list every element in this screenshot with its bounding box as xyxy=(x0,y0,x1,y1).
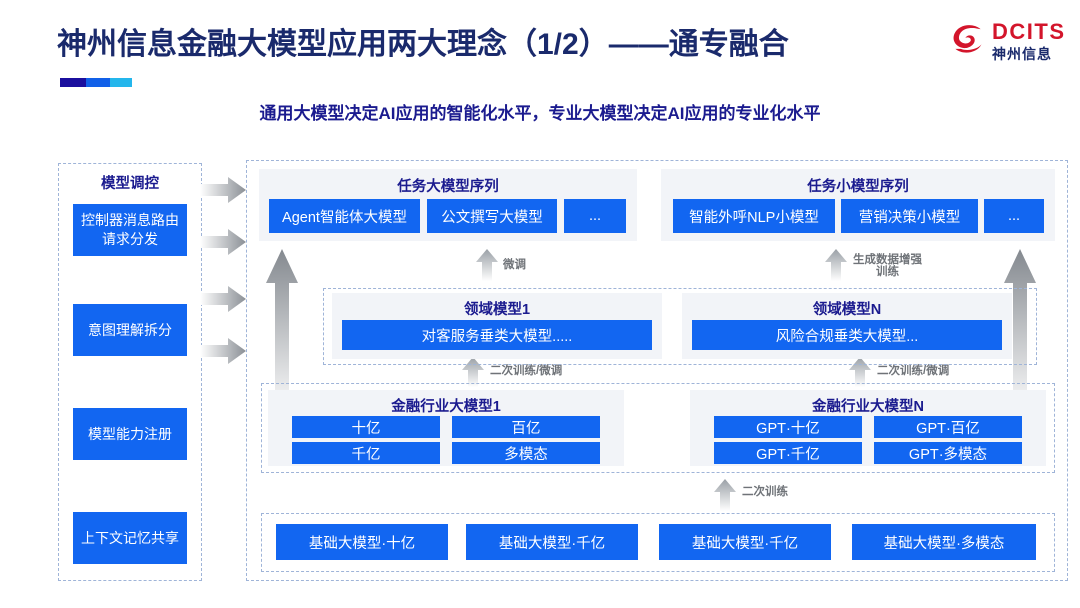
label-retrain-base: 二次训练 xyxy=(742,486,788,498)
stack-arrow-up-right xyxy=(1004,249,1036,417)
flow-arrow-right-4 xyxy=(200,338,246,364)
industry-model-n-item-2[interactable]: GPT·百亿 xyxy=(874,416,1022,438)
task-large-model-item-more[interactable]: ... xyxy=(564,199,626,233)
logo-wordmark: DCITS xyxy=(992,19,1066,44)
domain-models-row: 领域模型1 对客服务垂类大模型..... 领域模型N 风险合规垂类大模型... xyxy=(323,288,1037,365)
dcits-logo: DCITS 神州信息 xyxy=(950,18,1066,68)
domain-model-n-panel: 领域模型N 风险合规垂类大模型... xyxy=(682,293,1012,359)
logo-swirl-icon xyxy=(953,25,982,53)
task-small-model-item-more[interactable]: ... xyxy=(984,199,1044,233)
page-header: 神州信息金融大模型应用两大理念（1/2）——通专融合 DCITS 神州信息 通用… xyxy=(0,0,1080,123)
control-item-context[interactable]: 上下文记忆共享 xyxy=(73,512,187,564)
label-retrain-left: 二次训练/微调 xyxy=(490,365,563,377)
task-large-model-title: 任务大模型序列 xyxy=(397,179,499,195)
arrow-up-retrain-base xyxy=(714,479,736,511)
industry-model-n-panel: 金融行业大模型N GPT·十亿 GPT·百亿 GPT·千亿 GPT·多模态 xyxy=(690,390,1046,466)
domain-model-1-title: 领域模型1 xyxy=(463,302,531,318)
control-item-capability[interactable]: 模型能力注册 xyxy=(73,408,187,460)
base-models-row: 基础大模型·十亿 基础大模型·千亿 基础大模型·千亿 基础大模型·多模态 xyxy=(261,513,1055,572)
industry-model-n-item-1[interactable]: GPT·十亿 xyxy=(714,416,862,438)
label-retrain-right: 二次训练/微调 xyxy=(877,365,950,377)
industry-model-1-panel: 金融行业大模型1 十亿 百亿 千亿 多模态 xyxy=(268,390,624,466)
base-model-3[interactable]: 基础大模型·千亿 xyxy=(659,524,831,560)
base-model-4[interactable]: 基础大模型·多模态 xyxy=(852,524,1036,560)
model-control-panel: 模型调控 控制器消息路由请求分发 意图理解拆分 模型能力注册 上下文记忆共享 xyxy=(58,163,202,581)
label-data-aug-2: 训练 xyxy=(876,266,899,278)
arrow-up-fine-tune xyxy=(476,249,498,281)
industry-model-1-item-2[interactable]: 百亿 xyxy=(452,416,600,438)
accent-segment-3 xyxy=(110,78,132,87)
domain-model-1-item[interactable]: 对客服务垂类大模型..... xyxy=(342,320,652,350)
task-large-model-item-1[interactable]: Agent智能体大模型 xyxy=(269,199,420,233)
task-small-model-title: 任务小模型序列 xyxy=(807,179,909,195)
base-model-1[interactable]: 基础大模型·十亿 xyxy=(276,524,448,560)
control-item-intent[interactable]: 意图理解拆分 xyxy=(73,304,187,356)
accent-segment-1 xyxy=(60,78,86,87)
base-model-2[interactable]: 基础大模型·千亿 xyxy=(466,524,638,560)
industry-model-n-item-4[interactable]: GPT·多模态 xyxy=(874,442,1022,464)
accent-bar xyxy=(60,78,132,87)
model-stack-panel: 微调 生成数据增强 训练 二次训练/微调 二次训练/微调 二次训练 任务大模型序… xyxy=(246,160,1068,581)
task-small-model-item-2[interactable]: 营销决策小模型 xyxy=(841,199,978,233)
domain-model-n-title: 领域模型N xyxy=(812,302,882,318)
industry-model-1-item-3[interactable]: 千亿 xyxy=(292,442,440,464)
label-data-aug-1: 生成数据增强 xyxy=(853,254,922,266)
flow-arrow-right-3 xyxy=(200,286,246,312)
flow-arrow-right-1 xyxy=(200,177,246,203)
task-small-model-panel: 任务小模型序列 智能外呼NLP小模型 营销决策小模型 ... xyxy=(661,169,1055,241)
flow-arrow-right-2 xyxy=(200,229,246,255)
task-small-model-item-1[interactable]: 智能外呼NLP小模型 xyxy=(673,199,835,233)
accent-segment-2 xyxy=(86,78,110,87)
industry-models-row: 金融行业大模型1 十亿 百亿 千亿 多模态 金融行业大模型N GPT·十亿 GP… xyxy=(261,383,1055,473)
industry-model-n-item-3[interactable]: GPT·千亿 xyxy=(714,442,862,464)
industry-model-n-title: 金融行业大模型N xyxy=(812,399,924,415)
industry-model-1-item-4[interactable]: 多模态 xyxy=(452,442,600,464)
label-fine-tune: 微调 xyxy=(503,259,526,271)
control-item-router[interactable]: 控制器消息路由请求分发 xyxy=(73,204,187,256)
arrow-up-data-aug xyxy=(825,249,847,281)
stack-arrow-up-left xyxy=(266,249,298,417)
task-large-model-panel: 任务大模型序列 Agent智能体大模型 公文撰写大模型 ... xyxy=(259,169,637,241)
logo-chinese-name: 神州信息 xyxy=(992,46,1052,62)
industry-model-1-item-1[interactable]: 十亿 xyxy=(292,416,440,438)
industry-model-1-title: 金融行业大模型1 xyxy=(391,399,501,415)
page-title: 神州信息金融大模型应用两大理念（1/2）——通专融合 xyxy=(57,28,789,61)
domain-model-1-panel: 领域模型1 对客服务垂类大模型..... xyxy=(332,293,662,359)
domain-model-n-item[interactable]: 风险合规垂类大模型... xyxy=(692,320,1002,350)
model-control-title: 模型调控 xyxy=(101,176,159,192)
page-subtitle: 通用大模型决定AI应用的智能化水平，专业大模型决定AI应用的专业化水平 xyxy=(259,104,821,123)
task-large-model-item-2[interactable]: 公文撰写大模型 xyxy=(427,199,557,233)
